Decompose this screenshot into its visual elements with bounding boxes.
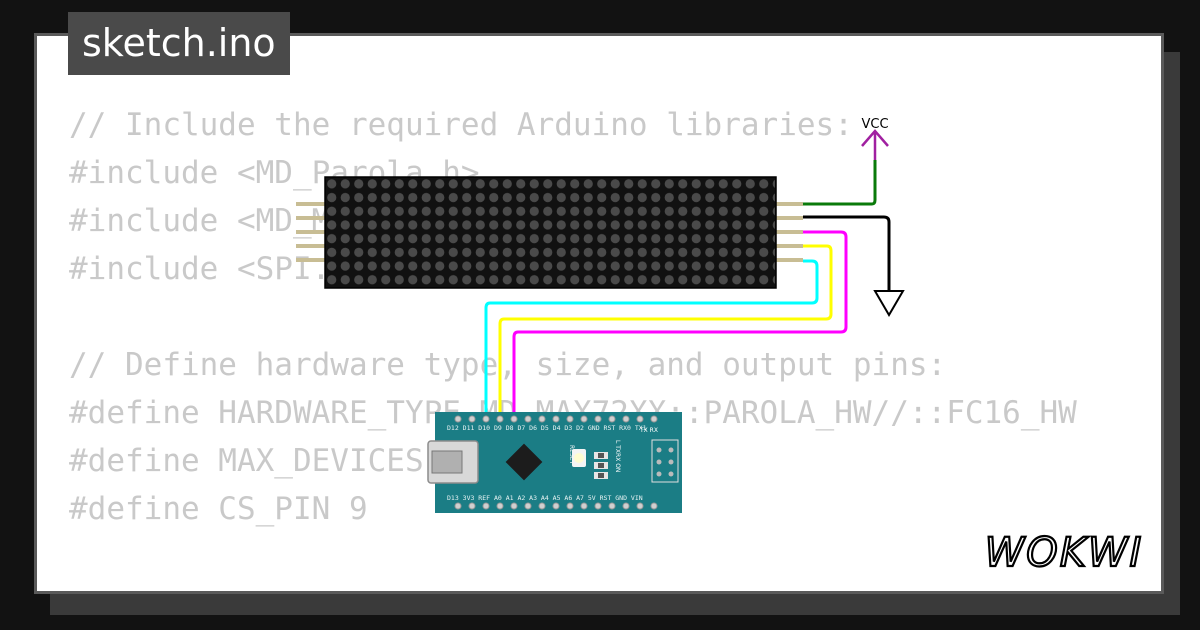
wokwi-logo: WOKWI — [984, 529, 1144, 576]
header-pin[interactable] — [538, 415, 546, 423]
wire-din — [512, 230, 848, 420]
tx-rx-labels: TX RX — [639, 427, 658, 434]
code-line: // Create a new instance of the MD_Parol… — [69, 581, 1161, 591]
wire-vcc — [803, 160, 877, 206]
header-pin[interactable] — [538, 502, 546, 510]
reset-button[interactable] — [572, 449, 586, 467]
led-matrix[interactable] — [296, 176, 803, 289]
header-pin[interactable] — [552, 415, 560, 423]
header-pin[interactable] — [496, 502, 504, 510]
matrix-leds — [326, 178, 775, 287]
microcontroller-chip — [505, 443, 543, 481]
header-pin[interactable] — [636, 502, 644, 510]
code-line: #include <SPI.h> — [69, 251, 368, 287]
code-line: // Include the required Arduino librarie… — [69, 107, 853, 143]
icsp-header — [651, 439, 679, 483]
usb-port — [427, 440, 479, 484]
header-pin[interactable] — [482, 502, 490, 510]
header-pin[interactable] — [608, 415, 616, 423]
matrix-left-pins — [296, 202, 325, 262]
wire-clk — [484, 259, 819, 420]
header-pin[interactable] — [580, 415, 588, 423]
status-leds — [594, 452, 608, 479]
header-pin[interactable] — [510, 502, 518, 510]
header-pin[interactable] — [608, 502, 616, 510]
header-pin[interactable] — [566, 415, 574, 423]
ground-symbol — [873, 270, 905, 317]
top-pin-labels: D12 D11 D10 D9 D8 D7 D6 D5 D4 D3 D2 GND … — [447, 424, 647, 432]
vcc-symbol: VCC — [861, 117, 889, 160]
reset-label: RESET — [568, 445, 575, 465]
header-pin[interactable] — [496, 415, 504, 423]
header-pin[interactable] — [524, 502, 532, 510]
header-pin[interactable] — [454, 415, 462, 423]
header-pin[interactable] — [650, 415, 658, 423]
header-pin[interactable] — [580, 502, 588, 510]
header-pin[interactable] — [468, 415, 476, 423]
header-pin[interactable] — [524, 415, 532, 423]
header-pin[interactable] — [454, 502, 462, 510]
brand-name: WOKWI — [985, 530, 1144, 576]
editor-card: // Include the required Arduino librarie… — [34, 33, 1164, 594]
board-top-header — [454, 415, 658, 423]
header-pin[interactable] — [622, 415, 630, 423]
code-editor[interactable]: // Include the required Arduino librarie… — [69, 101, 1161, 591]
header-pin[interactable] — [622, 502, 630, 510]
wire-cs — [498, 244, 833, 420]
vcc-label: VCC — [861, 117, 888, 132]
header-pin[interactable] — [552, 502, 560, 510]
header-pin[interactable] — [594, 502, 602, 510]
header-pin[interactable] — [594, 415, 602, 423]
code-line: #define CS_PIN 9 — [69, 491, 368, 527]
header-pin[interactable] — [636, 415, 644, 423]
wire-gnd — [803, 215, 891, 290]
board-bottom-header — [454, 502, 658, 510]
file-tab[interactable]: sketch.ino — [68, 12, 290, 75]
led-labels: L TXRX ON — [614, 440, 621, 472]
bottom-pin-labels: D13 3V3 REF A0 A1 A2 A3 A4 A5 A6 A7 5V R… — [447, 494, 643, 502]
header-pin[interactable] — [482, 415, 490, 423]
header-pin[interactable] — [510, 415, 518, 423]
matrix-right-pins — [776, 202, 803, 262]
header-pin[interactable] — [566, 502, 574, 510]
header-pin[interactable] — [650, 502, 658, 510]
header-pin[interactable] — [468, 502, 476, 510]
code-line: // Define hardware type, size, and outpu… — [69, 347, 947, 383]
arduino-nano-board[interactable]: D12 D11 D10 D9 D8 D7 D6 D5 D4 D3 D2 GND … — [427, 412, 682, 513]
